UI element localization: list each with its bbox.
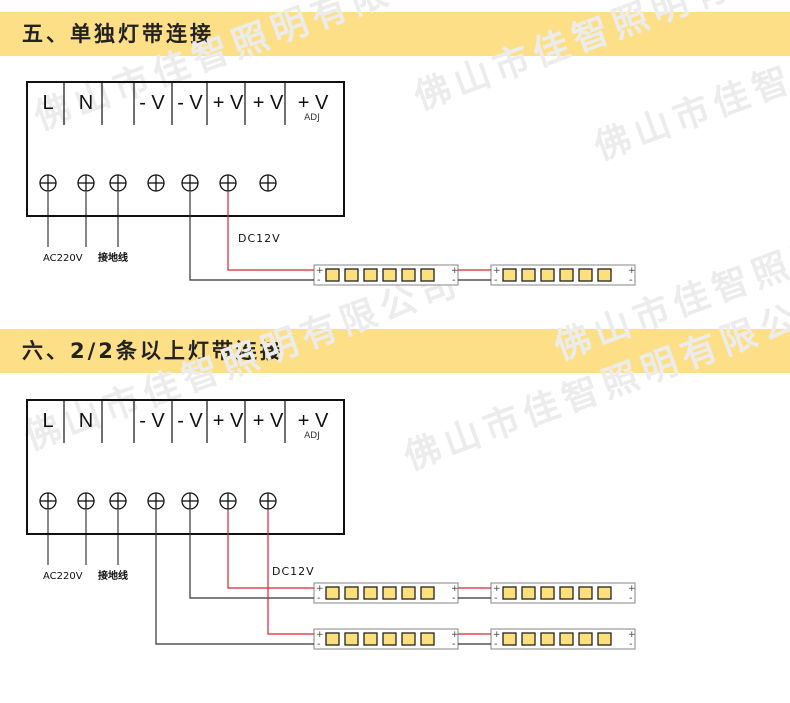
led-chip: [382, 586, 397, 600]
ac220v-label: AC220V: [43, 253, 83, 264]
led-chip: [578, 268, 593, 282]
led-chip: [344, 632, 359, 646]
led-chip: [521, 586, 536, 600]
section-2-banner: 六、2/2条以上灯带连接: [0, 329, 790, 373]
strip-plus-label: +: [451, 584, 459, 594]
terminal-sublabel: ADJ: [304, 431, 320, 441]
strip-plus-label: +: [493, 630, 501, 640]
led-chip: [559, 268, 574, 282]
led-chip: [502, 632, 517, 646]
section-1-banner: 五、单独灯带连接: [0, 12, 790, 56]
terminal-label: + V: [253, 92, 284, 114]
led-chip: [325, 586, 340, 600]
led-chip: [540, 586, 555, 600]
terminal-label: N: [79, 92, 93, 114]
watermark-text: 佛山市佳智照明有限公司: [398, 282, 790, 479]
negative-wire: [189, 192, 314, 281]
led-chip: [382, 268, 397, 282]
led-chip: [597, 586, 612, 600]
led-chip: [502, 268, 517, 282]
strip-minus-label: -: [317, 275, 321, 286]
led-chip: [363, 586, 378, 600]
terminal-label: + V: [298, 410, 329, 432]
led-chip: [382, 632, 397, 646]
terminal-label: N: [79, 410, 93, 432]
strip-plus-label: +: [316, 630, 324, 640]
led-chip: [521, 268, 536, 282]
led-chip: [325, 632, 340, 646]
power-supply-box: [26, 81, 345, 217]
led-chip: [420, 268, 435, 282]
dc12v-label: DC12V: [238, 232, 281, 245]
led-chip: [559, 632, 574, 646]
watermark-text: 佛山市佳智照明有限公司: [28, 0, 477, 139]
section-1-title: 五、单独灯带连接: [22, 22, 214, 46]
led-chip: [502, 586, 517, 600]
negative-wire: [155, 510, 314, 645]
led-chip: [363, 632, 378, 646]
terminal-label: - V: [177, 410, 203, 432]
positive-wire: [227, 192, 314, 271]
strip-plus-label: +: [493, 584, 501, 594]
strip-minus-label: -: [317, 639, 321, 650]
led-chip: [559, 586, 574, 600]
strip-minus-label: -: [452, 639, 456, 650]
dc12v-label: DC12V: [272, 565, 315, 578]
led-chip: [521, 632, 536, 646]
ac220v-label: AC220V: [43, 571, 83, 582]
led-chip: [325, 268, 340, 282]
led-chip: [597, 632, 612, 646]
terminal-label: L: [42, 92, 53, 114]
section-2-title: 六、2/2条以上灯带连接: [22, 339, 284, 363]
strip-plus-label: +: [451, 630, 459, 640]
positive-wire: [267, 510, 314, 635]
terminal-label: - V: [177, 92, 203, 114]
led-chip: [578, 586, 593, 600]
terminal-label: - V: [139, 92, 165, 114]
terminal-label: + V: [298, 92, 329, 114]
ground-wire-label: 接地线: [98, 251, 128, 264]
led-chip: [597, 268, 612, 282]
led-chip: [401, 632, 416, 646]
led-chip: [401, 268, 416, 282]
led-chip: [540, 632, 555, 646]
led-chip: [540, 268, 555, 282]
terminal-label: L: [42, 410, 53, 432]
strip-plus-label: +: [316, 266, 324, 276]
terminal-label: + V: [213, 92, 244, 114]
strip-minus-label: -: [494, 639, 498, 650]
strip-plus-label: +: [628, 266, 636, 276]
power-supply-box: [26, 399, 345, 535]
strip-minus-label: -: [629, 275, 633, 286]
led-chip: [344, 268, 359, 282]
strip-plus-label: +: [628, 630, 636, 640]
strip-minus-label: -: [494, 275, 498, 286]
terminal-sublabel: ADJ: [304, 113, 320, 123]
led-chip: [401, 586, 416, 600]
negative-wire: [189, 510, 314, 599]
strip-minus-label: -: [452, 275, 456, 286]
led-chip: [363, 268, 378, 282]
strip-minus-label: -: [494, 593, 498, 604]
led-chip: [578, 632, 593, 646]
strip-minus-label: -: [629, 593, 633, 604]
strip-plus-label: +: [451, 266, 459, 276]
terminal-label: + V: [213, 410, 244, 432]
strip-minus-label: -: [452, 593, 456, 604]
positive-wire: [227, 510, 314, 589]
terminal-label: - V: [139, 410, 165, 432]
strip-plus-label: +: [628, 584, 636, 594]
ground-wire-label: 接地线: [98, 569, 128, 582]
led-chip: [344, 586, 359, 600]
strip-plus-label: +: [493, 266, 501, 276]
led-chip: [420, 632, 435, 646]
strip-plus-label: +: [316, 584, 324, 594]
strip-minus-label: -: [629, 639, 633, 650]
terminal-label: + V: [253, 410, 284, 432]
led-chip: [420, 586, 435, 600]
strip-minus-label: -: [317, 593, 321, 604]
